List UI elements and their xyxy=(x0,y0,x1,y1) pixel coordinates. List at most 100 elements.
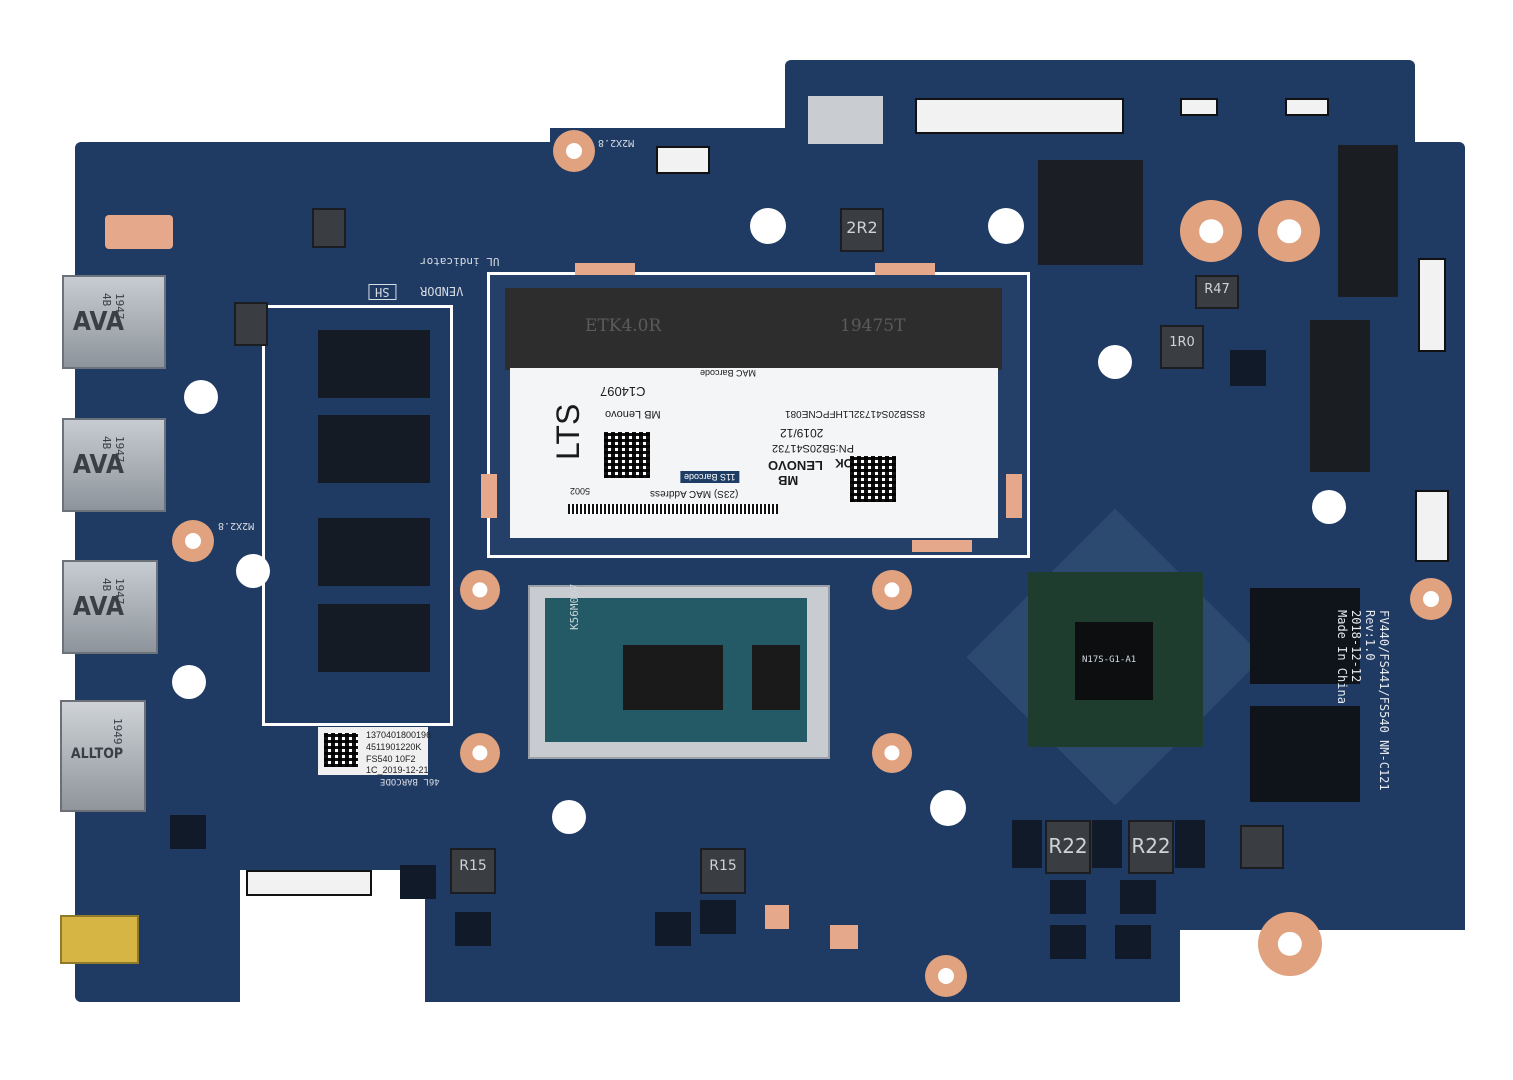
inductor: R47 xyxy=(1195,275,1239,309)
barcode xyxy=(568,504,778,514)
mosfet xyxy=(455,912,491,946)
mount-hole xyxy=(460,733,500,773)
pad-strip xyxy=(105,215,173,249)
vram-chip xyxy=(1250,706,1360,802)
silk-ul: UL indicator xyxy=(420,255,500,268)
slot-text-right: 19475T xyxy=(840,316,906,336)
mosfet xyxy=(1050,880,1086,914)
inductor xyxy=(234,302,268,346)
inductor: 2R2 xyxy=(840,208,884,252)
board-hole xyxy=(750,208,786,244)
mount-hole xyxy=(872,570,912,610)
shield-pad xyxy=(912,540,972,552)
onboard-memory-chip xyxy=(318,604,430,672)
keyboard-connector xyxy=(246,870,372,896)
sticker-line-4: 1C_2019-12-21 xyxy=(366,765,429,775)
label-barcode-tag: 11S Barcode xyxy=(680,471,740,483)
inductor-mark: 2R2 xyxy=(846,218,878,237)
gpu-mark: N17S-G1-A1 xyxy=(1082,655,1137,665)
mosfet xyxy=(1012,820,1042,868)
onboard-memory-chip xyxy=(318,518,430,586)
silk-m2-top: M2X2.8 xyxy=(598,137,635,148)
model-silkscreen-block: FV440/FS441/FS540 NM-C121 Rev:1.0 2018-1… xyxy=(1335,610,1455,791)
label-mb-lenovo: MB Lenovo xyxy=(605,408,661,420)
label-lts: LTS xyxy=(550,403,586,460)
silk-m2-left: M2X2.8 xyxy=(218,520,255,531)
bottom-cutout-right xyxy=(1180,930,1470,1002)
product-label: MB LENOVO PN:5B20S41732 4 NOK 2019/12 8S… xyxy=(510,368,998,538)
usb-label: AVA xyxy=(72,307,125,337)
ec-chip xyxy=(1038,160,1143,265)
mount-hole xyxy=(1258,200,1320,262)
typec-brand: ALLTOP xyxy=(70,746,124,762)
usb-code: 1947-4B xyxy=(100,578,126,612)
inductor xyxy=(1240,825,1284,869)
inductor-mark: R22 xyxy=(1131,834,1171,858)
silk-barcode: 46L BARCODE xyxy=(380,776,440,786)
mount-hole xyxy=(172,520,214,562)
board-hole xyxy=(930,790,966,826)
model-line-1: FV440/FS441/FS540 NM-C121 xyxy=(1377,610,1391,791)
usb-code: 1947-4B xyxy=(100,293,126,327)
shield-pad xyxy=(875,263,935,275)
fan-connector xyxy=(1415,490,1449,562)
small-connector xyxy=(1285,98,1329,116)
inductor-mark: R47 xyxy=(1204,282,1230,297)
vram-chip xyxy=(1250,588,1360,684)
model-line-4: Made In China xyxy=(1335,610,1349,704)
sticker-line-1: 1370401800196 xyxy=(366,730,432,740)
board-hole xyxy=(184,380,218,414)
board-hole xyxy=(172,665,206,699)
gpu-die xyxy=(1075,622,1153,700)
label-five: 5002 xyxy=(570,486,591,496)
mount-hole xyxy=(1180,200,1242,262)
display-connector xyxy=(915,98,1124,134)
mount-hole xyxy=(1410,578,1452,620)
small-chip xyxy=(765,905,789,929)
sticker-line-2: 4511901220K xyxy=(366,742,422,752)
inductor: R15 xyxy=(450,848,496,894)
label-date: 2019/12 xyxy=(780,426,824,440)
sim-connector xyxy=(808,96,883,144)
inductor: R22 xyxy=(1045,820,1091,874)
typec-code: 1949 xyxy=(111,718,124,745)
usb-c-port: ALLTOP 1949 xyxy=(60,700,146,812)
mount-hole xyxy=(1258,912,1322,976)
usb-code: 1947-4B xyxy=(100,436,126,470)
label-brand: LENOVO xyxy=(768,458,823,473)
board-hole xyxy=(1312,490,1346,524)
qr-code xyxy=(604,432,650,478)
mosfet xyxy=(1050,925,1086,959)
mount-hole xyxy=(872,733,912,773)
cpu-mark: K56M007 xyxy=(568,583,581,630)
mosfet xyxy=(655,912,691,946)
label-serial: 8SSB20S41732L1HFPCNE081 xyxy=(785,408,926,419)
usb-label: AVA xyxy=(72,592,125,622)
label-mac-barcode: MAC Barcode xyxy=(700,368,757,378)
usb-a-port-3: AVA 1947-4B xyxy=(62,560,158,654)
mount-hole xyxy=(925,955,967,997)
pch-die xyxy=(752,645,800,710)
sticker-line-3: FS540 10F2 xyxy=(366,754,416,764)
shield-pad xyxy=(575,263,635,275)
qr-code xyxy=(850,456,896,502)
battery-connector xyxy=(656,146,710,174)
model-line-2: Rev:1.0 xyxy=(1363,610,1377,661)
small-connector xyxy=(1180,98,1218,116)
mosfet xyxy=(1092,820,1122,868)
mosfet xyxy=(1115,925,1151,959)
serial-sticker xyxy=(318,727,428,775)
onboard-memory-chip xyxy=(318,330,430,398)
usb-a-port-2: AVA 1947-4B xyxy=(62,418,166,512)
mosfet xyxy=(1175,820,1205,868)
mount-hole xyxy=(553,130,595,172)
shield-pad xyxy=(481,474,497,518)
mosfet xyxy=(1120,880,1156,914)
mount-hole xyxy=(460,570,500,610)
small-chip xyxy=(170,815,206,849)
small-chip xyxy=(830,925,858,949)
side-fpc-connector xyxy=(1418,258,1446,352)
shield-pad xyxy=(1006,474,1022,518)
silk-vendor: VENDOR xyxy=(420,284,464,298)
label-part: PN:5B20S41732 xyxy=(772,442,854,454)
